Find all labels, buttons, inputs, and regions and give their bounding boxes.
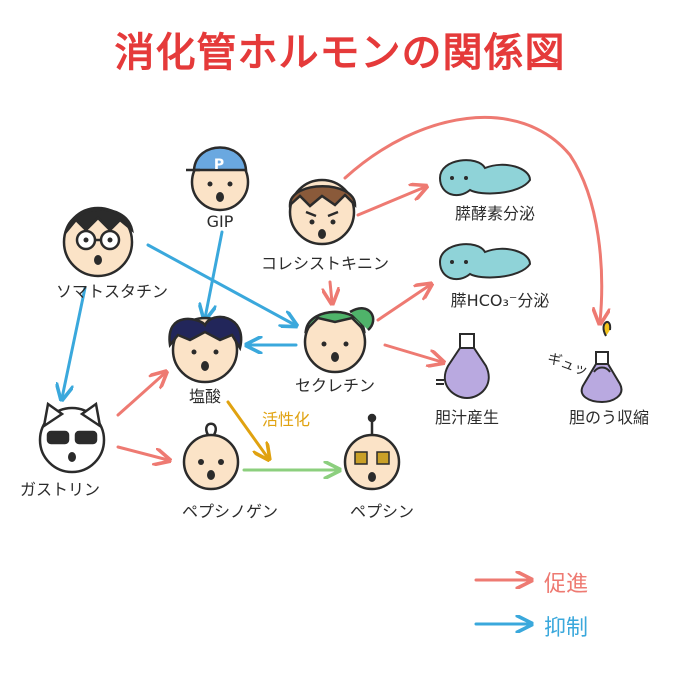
- gip-label: GIP: [206, 212, 234, 231]
- secretin-hat: [304, 310, 366, 334]
- gip-character: [186, 146, 250, 212]
- arrow-gastrin-to-pepsinogen: [116, 445, 168, 460]
- pancreas-enzyme-cloud: [438, 159, 532, 197]
- pancreatic-hco3-label: 膵HCO₃⁻分泌: [450, 291, 550, 310]
- cck-character: [288, 178, 357, 246]
- promote-arrows: [116, 115, 602, 460]
- somatostatin-label: ソマトスタチン: [55, 282, 169, 301]
- hcl-label: 塩酸: [188, 387, 222, 406]
- bile-production-label: 胆汁産生: [434, 408, 500, 427]
- arrow-somatostatin-to-secretin: [146, 243, 295, 325]
- arrow-gip-to-hcl: [205, 230, 224, 318]
- cck-label: コレシストキニン: [260, 254, 390, 273]
- pepsinogen-label: ペプシノゲン: [181, 502, 279, 521]
- hcl-character: [168, 315, 243, 384]
- bile-flask-icon: [436, 333, 490, 400]
- arrow-cck-to-gb-contraction: [343, 115, 602, 322]
- pancreas-hco3-cloud: [438, 243, 532, 281]
- pepsin-character: [343, 413, 401, 491]
- inhibit-arrows: [62, 230, 296, 398]
- pepsinogen-character: [182, 422, 240, 491]
- secretin-label: セクレチン: [294, 376, 376, 395]
- pepsin-label: ペプシン: [349, 502, 415, 521]
- cck-hair: [288, 185, 357, 209]
- legend-promote-label: 促進: [544, 572, 589, 597]
- pancreatic-enzyme-label: 膵酵素分泌: [454, 204, 536, 223]
- activation-label: 活性化: [262, 410, 311, 429]
- gb-contraction-label: 胆のう収縮: [568, 408, 650, 427]
- legend-inhibit-label: 抑制: [544, 616, 589, 641]
- arrow-somatostatin-to-gastrin: [62, 286, 87, 398]
- gastrin-label: ガストリン: [19, 480, 101, 499]
- gip-cap: [192, 146, 248, 172]
- arrow-cck-to-pancreatic-enzyme: [356, 187, 425, 217]
- somatostatin-character: [62, 206, 134, 278]
- gip-cap-label: P: [213, 157, 225, 173]
- arrow-secretin-to-hco3: [376, 285, 430, 322]
- arrow-hcl-activation: [226, 400, 268, 458]
- gallbladder-icon: [580, 321, 623, 404]
- arrow-secretin-to-bile: [383, 343, 442, 362]
- gastrin-character: [38, 401, 106, 474]
- arrow-gastrin-to-hcl: [116, 373, 165, 417]
- page-title: 消化管ホルモンの関係図: [114, 30, 566, 76]
- secretin-character: [303, 307, 375, 374]
- arrow-cck-to-secretin: [330, 280, 332, 302]
